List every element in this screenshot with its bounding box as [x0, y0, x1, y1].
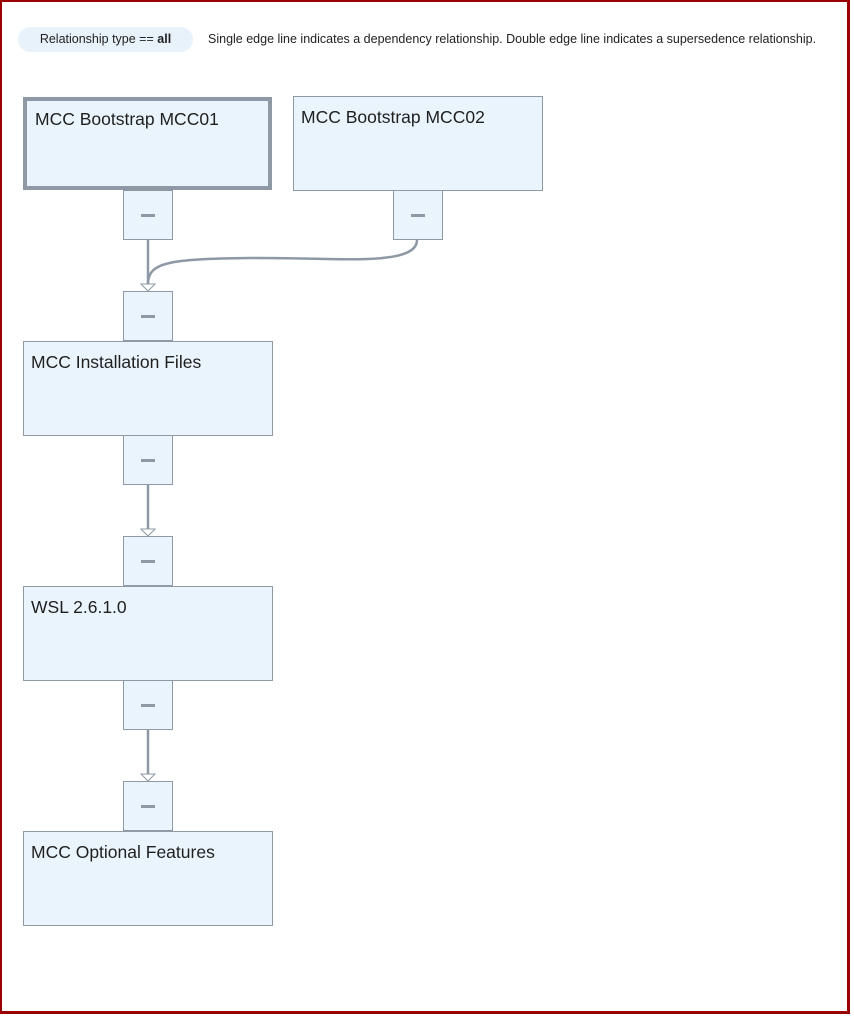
node-mcc-optional-features[interactable]: MCC Optional Features: [23, 831, 273, 926]
node-label: MCC Optional Features: [31, 842, 215, 862]
minus-icon: [141, 805, 155, 808]
node-label: MCC Installation Files: [31, 352, 202, 372]
arrowhead-icon: [139, 283, 157, 292]
node-mcc-bootstrap-mcc01[interactable]: MCC Bootstrap MCC01: [23, 97, 272, 190]
node-label: MCC Bootstrap MCC02: [301, 107, 485, 127]
collapse-toggle-wsl-top[interactable]: [123, 536, 173, 586]
collapse-toggle-mcc02[interactable]: [393, 190, 443, 240]
node-label: MCC Bootstrap MCC01: [35, 109, 219, 129]
node-mcc-installation-files[interactable]: MCC Installation Files: [23, 341, 273, 436]
edge-mcc02-to-install: [146, 239, 419, 285]
minus-icon: [141, 315, 155, 318]
arrowhead-icon: [139, 528, 157, 537]
node-wsl[interactable]: WSL 2.6.1.0: [23, 586, 273, 681]
minus-icon: [141, 560, 155, 563]
relationship-filter-pill[interactable]: Relationship type == all: [18, 27, 193, 52]
filter-label: Relationship type ==: [39, 32, 158, 46]
minus-icon: [141, 214, 155, 217]
collapse-toggle-install-bottom[interactable]: [123, 435, 173, 485]
filter-value: all: [157, 32, 172, 46]
node-label: WSL 2.6.1.0: [31, 597, 127, 617]
edge-legend-text: Single edge line indicates a dependency …: [208, 32, 817, 46]
arrowhead-icon: [139, 773, 157, 782]
minus-icon: [141, 459, 155, 462]
collapse-toggle-mcc01[interactable]: [123, 190, 173, 240]
minus-icon: [411, 214, 425, 217]
collapse-toggle-wsl-bottom[interactable]: [123, 680, 173, 730]
collapse-toggle-optional-top[interactable]: [123, 781, 173, 831]
collapse-toggle-install-top[interactable]: [123, 291, 173, 341]
minus-icon: [141, 704, 155, 707]
node-mcc-bootstrap-mcc02[interactable]: MCC Bootstrap MCC02: [293, 96, 543, 191]
